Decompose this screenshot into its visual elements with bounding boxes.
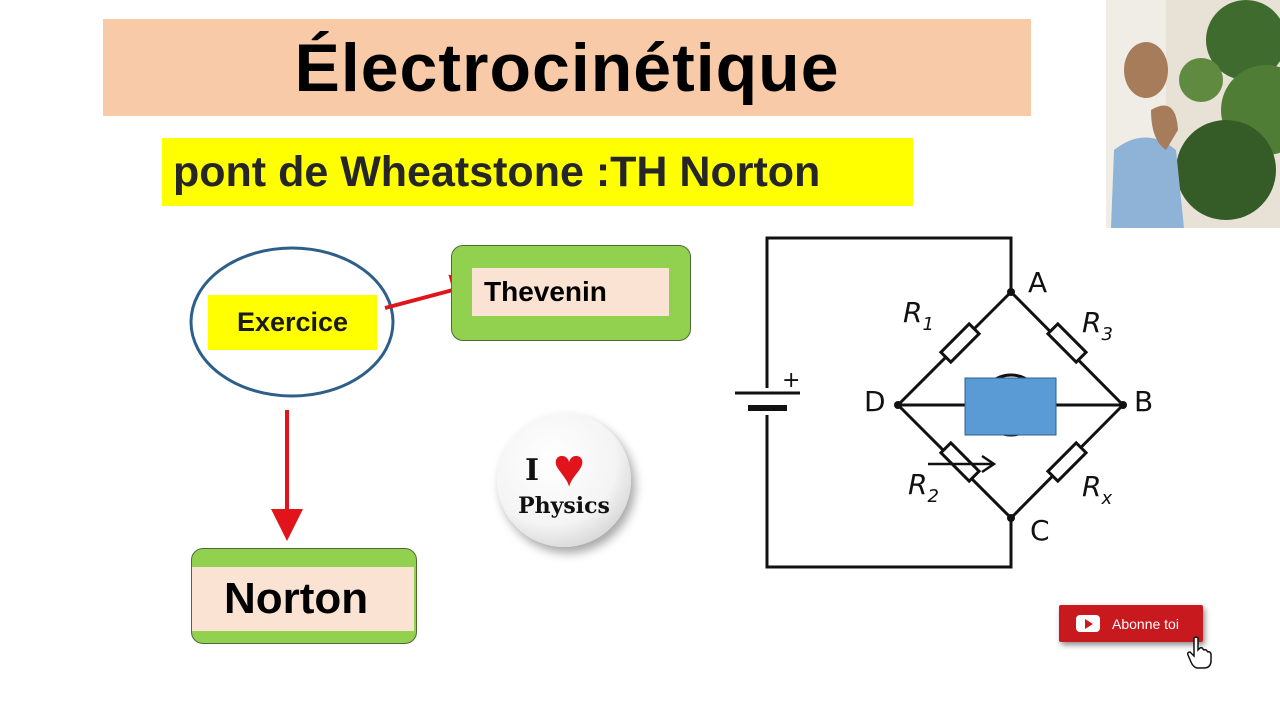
label-r3: R3 [1082,306,1113,345]
presenter-photo [1106,0,1280,228]
node-c-dot [1007,514,1015,522]
subscribe-label: Abonne toi [1112,615,1179,632]
norton-label: Norton [224,574,369,623]
label-r1: R1 [903,296,934,335]
battery-plus-sign: + [782,368,801,393]
page-subtitle: pont de Wheatstone :TH Norton [173,147,821,196]
resistor-r2 [938,440,982,484]
norton-card: Norton [191,548,417,644]
exercice-label: Exercice [236,307,349,337]
subscribe-button[interactable]: Abonne toi [1059,605,1203,642]
thevenin-label: Thevenin [484,276,607,307]
thevenin-label-box: Thevenin [472,268,669,316]
node-d-label: D [864,385,886,418]
exercice-ellipse [189,246,395,398]
hand-cursor-icon [1187,636,1212,669]
title-banner: Électrocinétique [103,19,1031,116]
node-c-label: C [1030,514,1050,547]
node-b-dot [1119,401,1127,409]
label-rx: Rx [1082,470,1113,509]
label-r2: R2 [908,468,939,507]
badge-letter: I [525,453,540,488]
norton-label-box: Norton [192,567,414,631]
node-b-label: B [1134,385,1154,418]
resistor-rx [1045,440,1089,484]
heart-icon: ♥ [553,438,586,498]
badge-word: Physics [518,493,610,519]
resistor-r1 [938,321,982,365]
thevenin-card: Thevenin [451,245,691,341]
resistor-r3 [1045,321,1089,365]
node-a-dot [1007,288,1015,296]
wheatstone-circuit [735,236,1125,569]
galvanometer-cover [964,377,1057,436]
subtitle-banner: pont de Wheatstone :TH Norton [162,138,913,206]
node-a-label: A [1028,266,1048,299]
youtube-play-icon [1076,615,1100,632]
page-title: Électrocinétique [294,29,840,106]
node-d-dot [894,401,902,409]
presenter-photo-image [1106,0,1280,228]
i-love-physics-badge: I ♥ Physics [497,413,631,547]
exercice-box: Exercice [208,295,377,350]
